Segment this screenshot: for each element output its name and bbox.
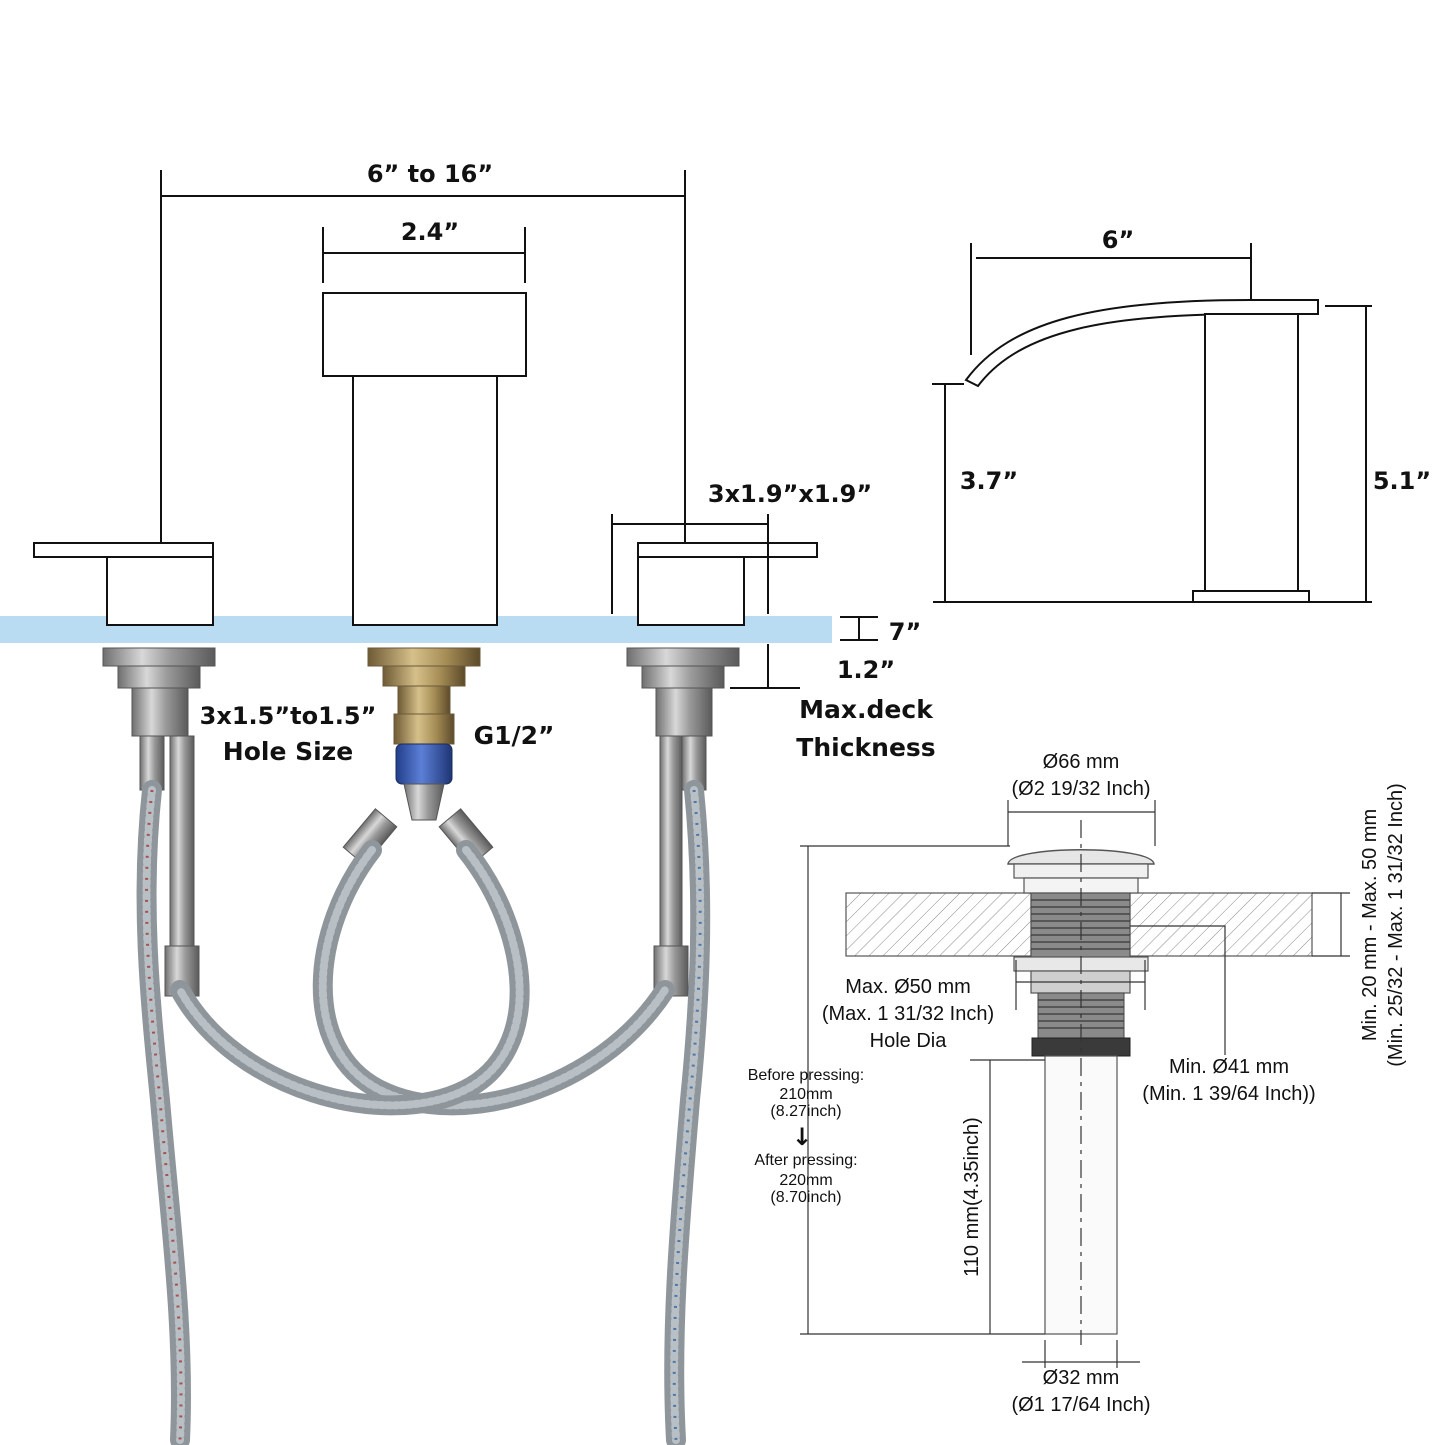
drain-counter-right — [1129, 892, 1313, 957]
deck-label: 7” — [889, 618, 921, 646]
side-body — [1204, 313, 1299, 592]
right-shank — [626, 647, 740, 997]
drain-max-hole-line1: Max. Ø50 mm — [845, 976, 971, 998]
right-handle-base — [637, 556, 745, 626]
drain-tail-dia-line2: (Ø1 17/64 Inch) — [1012, 1394, 1151, 1416]
drain-min-dia-line1: Min. Ø41 mm — [1169, 1056, 1289, 1078]
front-view: 6” to 16” 2.4” 3x1.9”x1.9” 7” 1.2” Max.d… — [0, 160, 936, 1445]
right-handle-lever — [637, 542, 818, 558]
spout-head — [322, 292, 527, 377]
side-spout — [964, 299, 1319, 388]
drain-after-line3: (8.70inch) — [770, 1189, 841, 1206]
drain-thickness-line1: Min. 20 mm - Max. 50 mm — [1359, 809, 1381, 1041]
drain-after-line1: After pressing: — [754, 1152, 857, 1169]
spout-width-label: 2.4” — [401, 218, 459, 246]
hole-size-line1: 3x1.5”to1.5” — [200, 702, 377, 730]
drain-min-dia-line2: (Min. 1 39/64 Inch)) — [1142, 1083, 1315, 1105]
left-supply-hose — [136, 780, 191, 1445]
left-handle-base — [106, 556, 214, 626]
drain-after-line2: 220mm — [779, 1172, 832, 1189]
hole-size-line2: Hole Size — [223, 737, 353, 766]
drain-press-arrow: ↓ — [792, 1123, 812, 1151]
drain-top-dia-line1: Ø66 mm — [1043, 751, 1120, 773]
drain-max-hole-line3: Hole Dia — [870, 1030, 948, 1052]
max-deck-line2: Thickness — [796, 733, 935, 762]
drain-thickness-line2: (Min. 25/32 - Max. 1 31/32 Inch) — [1385, 783, 1407, 1066]
thread-label: G1/2” — [474, 721, 555, 750]
handle-size-label: 3x1.9”x1.9” — [708, 480, 872, 508]
center-shank — [342, 647, 494, 866]
drain-tail-dia-line1: Ø32 mm — [1043, 1367, 1120, 1389]
max-deck-value: 1.2” — [837, 656, 895, 684]
drain-tail-length: 110 mm(4.35inch) — [961, 1117, 983, 1277]
drain-before-line3: (8.27inch) — [770, 1103, 841, 1120]
drain-before-line2: 210mm — [779, 1086, 832, 1103]
spread-label: 6” to 16” — [367, 160, 493, 188]
drain-before-line1: Before pressing: — [748, 1067, 865, 1084]
left-handle-lever — [33, 542, 214, 558]
drain-view: Ø66 mm (Ø2 19/32 Inch) — [748, 751, 1407, 1416]
reach-label: 6” — [1102, 226, 1134, 254]
center-hose-loop — [170, 840, 675, 1116]
drain-counter-left — [845, 892, 1032, 957]
side-view: 6” 3.7” 5.1” — [932, 226, 1431, 603]
max-deck-line1: Max.deck — [799, 695, 934, 724]
spout-height-label: 3.7” — [960, 467, 1018, 495]
drain-max-hole-line2: (Max. 1 31/32 Inch) — [822, 1003, 994, 1025]
right-supply-hose — [664, 780, 711, 1445]
drain-top-dia-line2: (Ø2 19/32 Inch) — [1012, 778, 1151, 800]
side-base — [1192, 590, 1310, 603]
spout-body — [352, 375, 498, 626]
total-height-label: 5.1” — [1373, 467, 1431, 495]
